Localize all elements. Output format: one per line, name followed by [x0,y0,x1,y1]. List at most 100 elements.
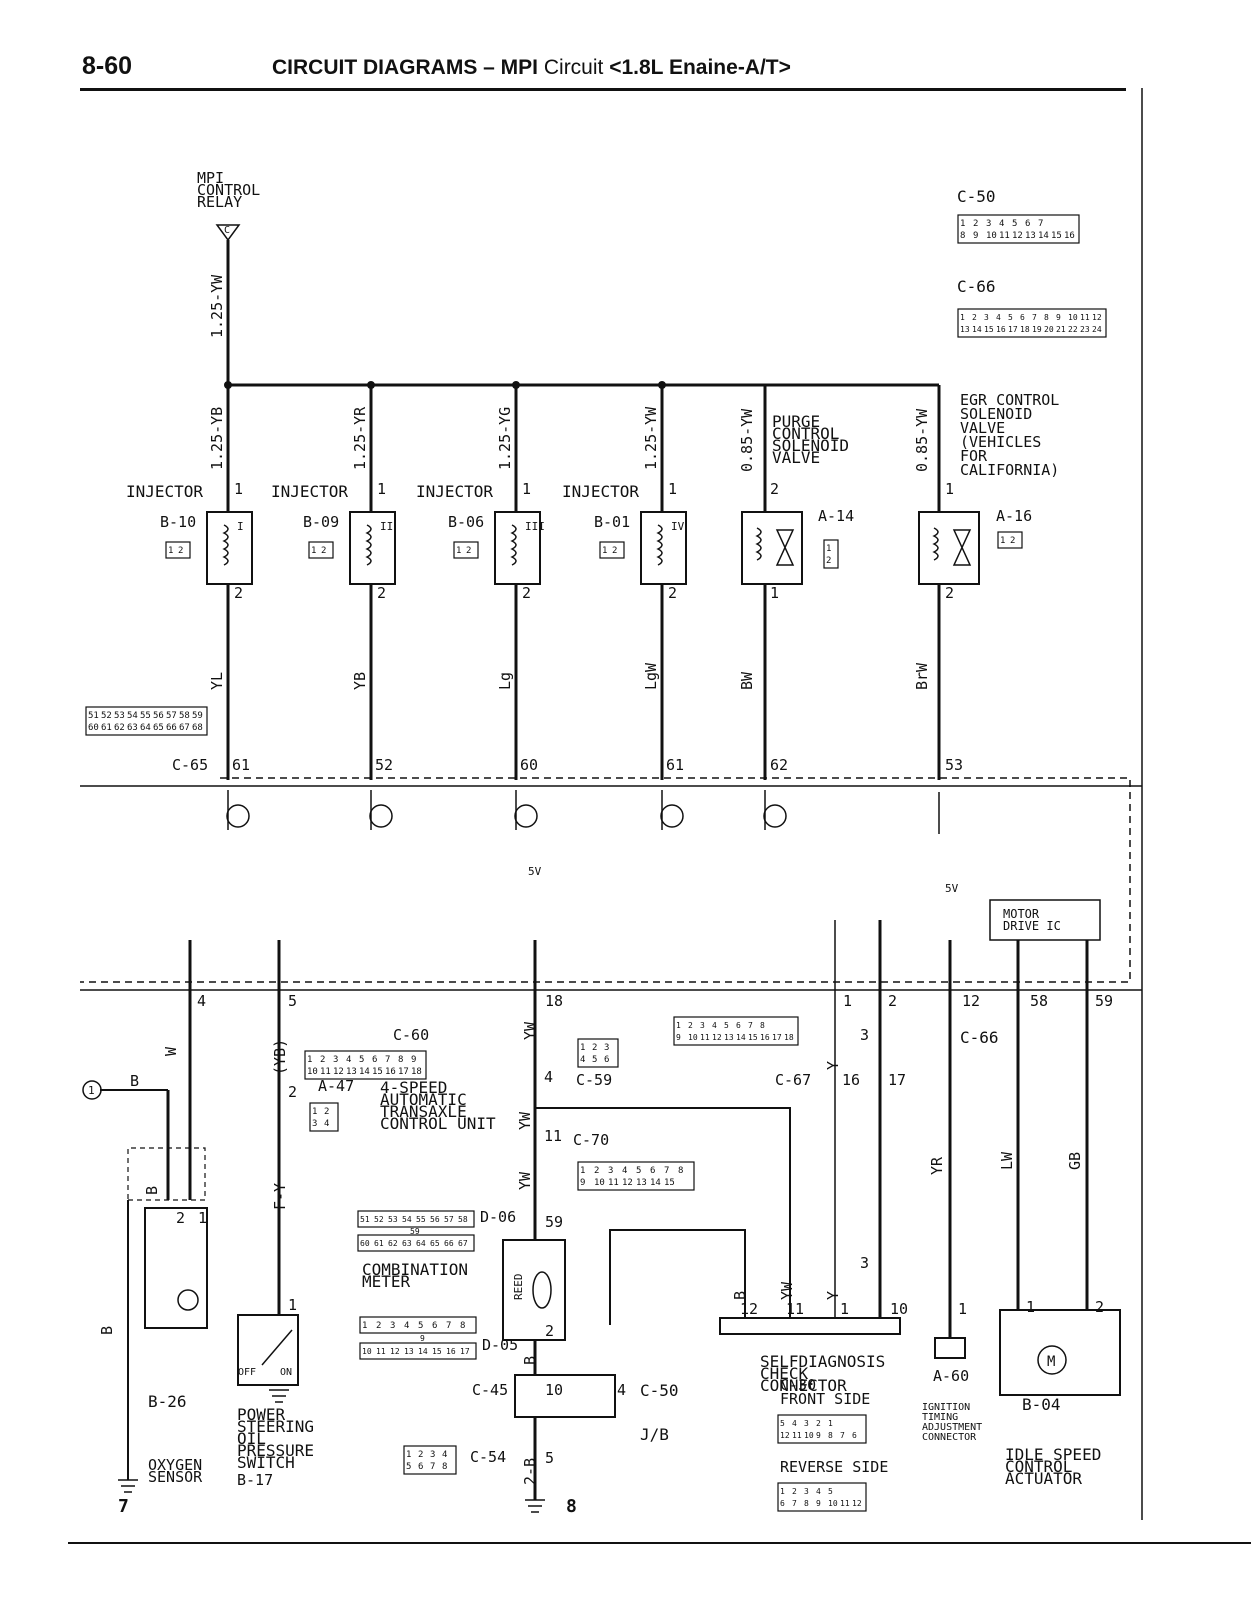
isc-label-line: CONTROL [1005,1457,1072,1476]
c66-pins-pin: 8 [1044,313,1049,322]
injector-wire-top: 1.25-YR [351,406,369,470]
isc-connector: B-04 [1022,1395,1061,1414]
injector-label: INJECTOR [416,482,493,501]
c67-pins-pin: 10 [688,1033,698,1042]
c60-pins-pin: 15 [372,1067,383,1077]
c54-pins-pin: 6 [418,1462,423,1472]
c67-pins-pin: 5 [724,1021,729,1030]
pin-label: 2 [288,1083,297,1101]
a47-pins-pin: 1 [312,1107,317,1117]
c50-pins-pin: 10 [986,231,997,241]
c45-label: C-45 [472,1381,508,1399]
page-number: 8-60 [82,52,133,80]
c70-pins-pin: 9 [580,1178,585,1188]
d05-pins-2-frame [359,1342,477,1360]
self-diag-reverse-pins-pin: 10 [828,1499,838,1508]
d06-pin-mid: 59 [410,1227,420,1236]
c65-pins-pin: 64 [140,723,151,733]
c60-pins-pin: 1 [307,1055,312,1065]
d06-pins-frame [357,1210,475,1228]
injector-number: I [237,520,244,533]
self-diag-front-pins-pin: 5 [780,1419,785,1428]
c67-pins-pin: 18 [784,1033,794,1042]
c60-pins-pin: 5 [359,1055,364,1065]
motor-ic-label-line: MOTOR [1003,907,1040,921]
c70-pins-pin: 10 [594,1178,605,1188]
c70-pins-pin: 8 [678,1166,683,1176]
d05-pins-2-pin: 17 [460,1347,470,1356]
c70-pins-pin: 3 [608,1166,613,1176]
ground-mark: 8 [566,1496,577,1517]
injector-connector-icon-frame [599,541,625,559]
c50-pins-pin: 13 [1025,231,1036,241]
self-diag-front-pins-pin: 2 [816,1419,821,1428]
c67-pins-pin: 1 [676,1021,681,1030]
c60-pins-pin: 6 [372,1055,377,1065]
ign-label-line: ADJUSTMENT [922,1422,982,1433]
o2-connector: B-26 [148,1392,187,1411]
c70-pins-pin: 4 [622,1166,627,1176]
injector-connector-icon-pin: 2 [178,546,183,556]
c54-pins-pin: 4 [442,1450,447,1460]
d05-pins-2-pin: 10 [362,1347,372,1356]
d05-pins-pin: 6 [432,1321,437,1331]
c54-pins-pin: 5 [406,1462,411,1472]
footer-rule [68,1542,1251,1544]
d05-pins-pin: 4 [404,1321,409,1331]
c65-pins-pin: 55 [140,711,151,721]
c70-pins-pin: 14 [650,1178,661,1188]
injector-label: INJECTOR [562,482,639,501]
c66-pins-pin: 1 [960,313,965,322]
d05-pins-pin: 3 [390,1321,395,1331]
d05-pin-mid: 9 [420,1334,425,1343]
pin-label: 4 [544,1068,553,1086]
c50-pins-pin: 11 [999,231,1010,241]
c50-pins-pin: 2 [973,219,978,229]
pin-label: 2 [176,1209,185,1227]
egr-pin-2: 2 [945,584,954,602]
c60-pins-pin: 3 [333,1055,338,1065]
d05-pins-pin: 1 [362,1321,367,1331]
purge-connector-icon-pin: 1 [826,544,831,554]
d06-pins-2-pin: 63 [402,1239,412,1248]
c60-pins-pin: 2 [320,1055,325,1065]
title-variant: <1.8L Enaine-A/T> [609,56,791,79]
injector-pin-2: 2 [668,584,677,602]
self-diag-front: FRONT SIDE [780,1390,870,1408]
injector-wire-top: 1.25-YW [642,406,660,470]
d05-pins-2-pin: 12 [390,1347,400,1356]
injector-pin-1: 1 [377,480,386,498]
c66-pins-pin: 21 [1056,325,1066,334]
c66-pins-pin: 3 [984,313,989,322]
c65-pins-pin: 52 [101,711,112,721]
c70-pins-pin: 15 [664,1178,675,1188]
pin-label: 2 [1095,1298,1104,1316]
pin-label: 5 [545,1449,554,1467]
c70-pins-pin: 2 [594,1166,599,1176]
purge-pin-2: 2 [770,480,779,498]
d05-pins-2-pin: 11 [376,1347,386,1356]
relay-label-line: CONTROL [197,181,260,199]
c66-pins-pin: 23 [1080,325,1090,334]
self-diag-front-pins-pin: 4 [792,1419,797,1428]
c59-pins-pin: 4 [580,1055,585,1065]
injector-connector-icon-pin: 2 [612,546,617,556]
c67-pins-pin: 16 [760,1033,770,1042]
pin-label: 1 [198,1209,207,1227]
self-diag-reverse-pins-frame [777,1482,867,1512]
injector-connector-icon-pin: 1 [456,546,461,556]
egr-connector: A-16 [996,507,1032,525]
c65-pins-pin: 57 [166,711,177,721]
c50-pins-pin: 14 [1038,231,1049,241]
c60-pins-pin: 8 [398,1055,403,1065]
pin-label: 3 [860,1026,869,1044]
injector-connector-icon-frame [165,541,191,559]
c54-label: C-54 [470,1448,506,1466]
isc-label-line: IDLE SPEED [1005,1445,1101,1464]
egr-label-line: CALIFORNIA) [960,461,1059,479]
c66-pins-pin: 14 [972,325,982,334]
d06-pins-2-pin: 67 [458,1239,468,1248]
d05-pins-frame [359,1316,477,1334]
transaxle-label-line: TRANSAXLE [380,1102,467,1121]
c59-pins-pin: 5 [592,1055,597,1065]
